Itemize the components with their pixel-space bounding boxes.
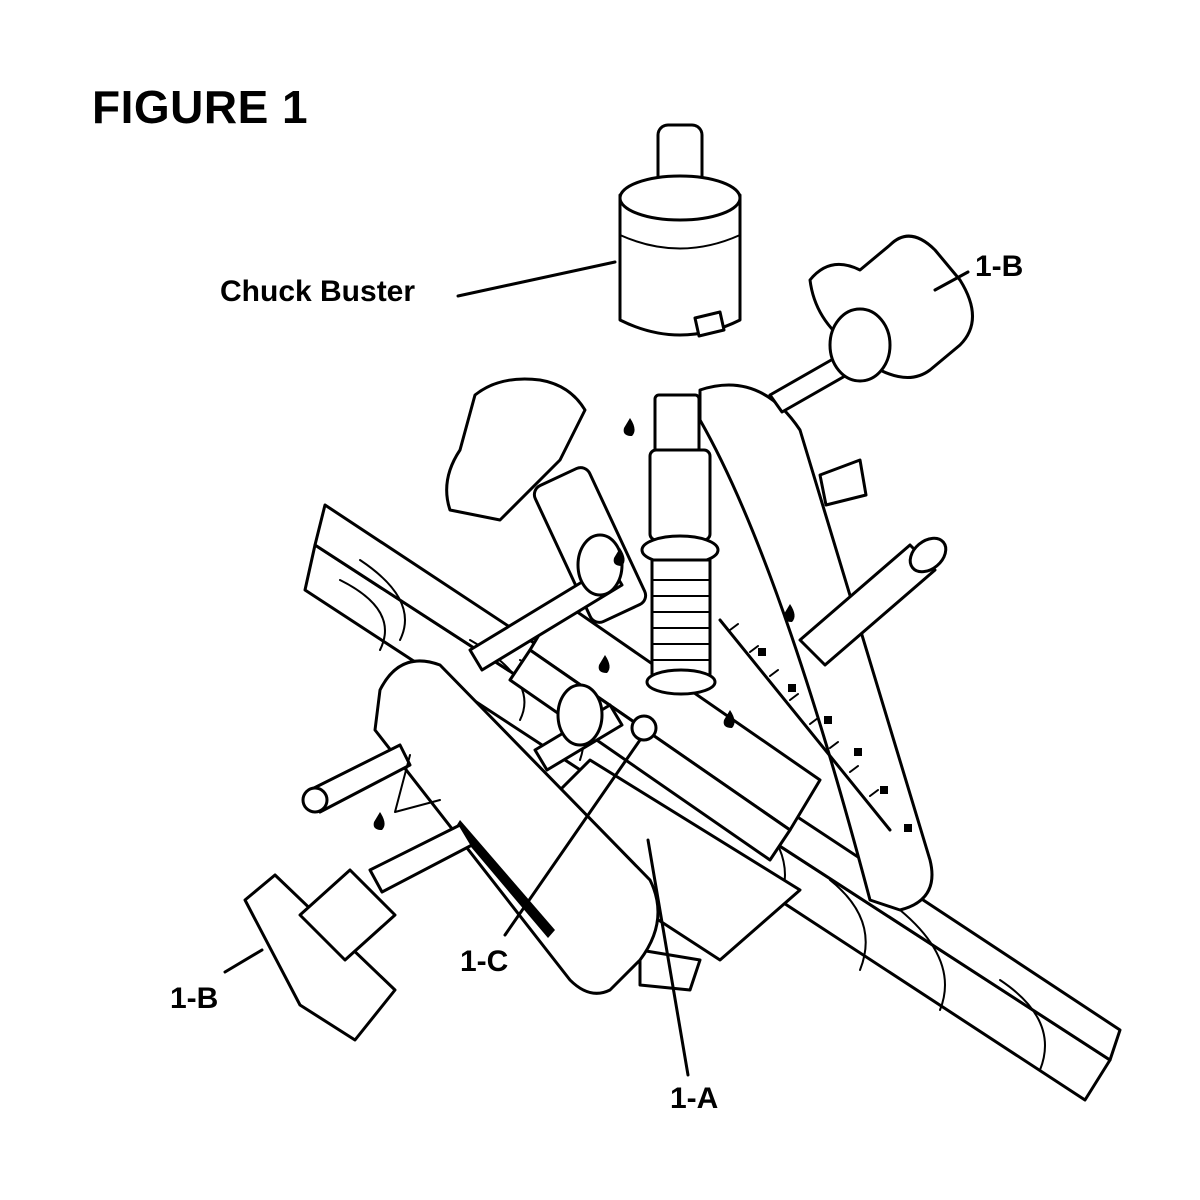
knob-top-left — [445, 377, 587, 522]
figure-title: FIGURE 1 — [92, 81, 309, 133]
callout-1c: 1-C — [460, 945, 509, 978]
callout-1b-top: 1-B — [975, 250, 1024, 283]
knob-bottom-left — [243, 868, 397, 1042]
leader-lines — [223, 260, 970, 1077]
chuck-buster-tool — [618, 123, 742, 338]
callout-1b-left: 1-B — [170, 982, 219, 1015]
knob-top-right — [808, 234, 974, 383]
callout-1a: 1-A — [670, 1082, 719, 1115]
angle-scale — [718, 618, 912, 832]
spindle — [630, 393, 720, 742]
lever-handle — [798, 536, 948, 667]
oil-drop-markers — [373, 418, 795, 830]
callout-chuck-buster: Chuck Buster — [220, 275, 416, 308]
guide-rod — [468, 533, 624, 772]
left-clamp-plate — [373, 659, 660, 995]
